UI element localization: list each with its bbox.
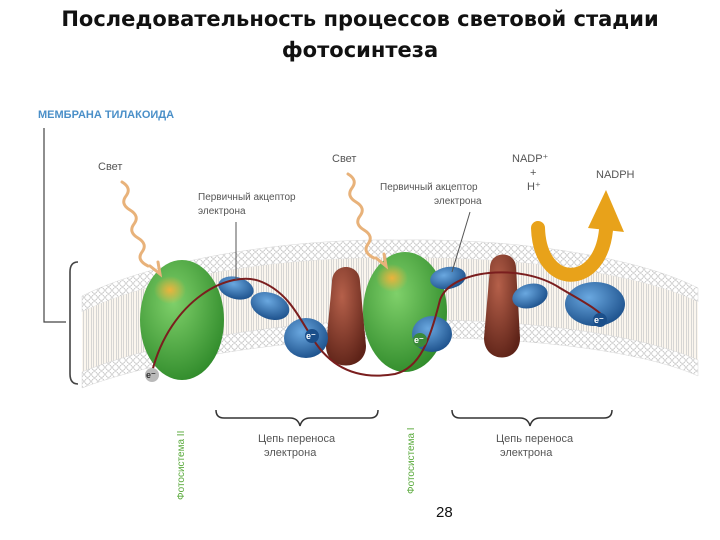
- nadph-arrow: [531, 221, 613, 282]
- photosystem-2-shape: [140, 260, 224, 380]
- chain-1-label-line-1: Цепь переноса: [258, 433, 336, 445]
- acceptor-2-label-line-2: электрона: [434, 196, 482, 207]
- acceptor-2-leader: [451, 211, 471, 273]
- light-label-2: Свет: [332, 153, 356, 165]
- chain-brace-1: [215, 409, 379, 427]
- membrane-label-leader: [43, 128, 66, 323]
- chain-2-label-line-2: электрона: [500, 447, 553, 459]
- acceptor-1-label-line-1: Первичный акцептор: [198, 192, 296, 203]
- acceptor-2-label-line-1: Первичный акцептор: [380, 182, 478, 193]
- light-ray-1: [120, 180, 150, 268]
- photosystem-2-complex: [140, 260, 224, 380]
- light-label-1: Свет: [98, 161, 122, 173]
- electron-label-1: e⁻: [146, 370, 156, 380]
- electron-flow-path: [151, 271, 607, 377]
- page-title-line-2: фотосинтеза: [281, 38, 439, 62]
- cytochrome-complex-1: [326, 267, 366, 366]
- nadp-label-line-2: +: [530, 167, 536, 179]
- cytochrome-complex-2: [484, 254, 520, 358]
- photosystem-2-label: Фотосистема II: [176, 431, 187, 500]
- electron-marker-4: [593, 313, 607, 327]
- primary-acceptor-2: [430, 266, 466, 290]
- electron-label-3: e⁻: [414, 335, 424, 345]
- photosystem-1-label: Фотосистема I: [406, 427, 417, 494]
- photosystem-1-complex: [363, 252, 447, 372]
- electron-marker-1: [145, 368, 159, 382]
- membrane-bracket: [69, 261, 79, 385]
- nadp-label-line-1: NADP⁺: [512, 153, 549, 165]
- electron-label-2: e⁻: [306, 331, 316, 341]
- nadph-label: NADPH: [596, 169, 635, 181]
- page-title-line-1: Последовательность процессов световой ст…: [61, 7, 659, 31]
- electron-marker-3: [413, 333, 427, 347]
- ferredoxin-carrier: [565, 282, 625, 326]
- electron-carriers: [218, 266, 625, 358]
- electron-label-4: e⁻: [594, 315, 604, 325]
- chain-brace-2: [451, 409, 613, 427]
- acceptor-1-label-line-2: электрона: [198, 206, 246, 217]
- chain-1-label-line-2: электрона: [264, 447, 317, 459]
- membrane-label: МЕМБРАНА ТИЛАКОИДА: [38, 109, 174, 121]
- slide-number: 28: [436, 504, 453, 521]
- light-ray-2: [346, 172, 376, 260]
- nadp-label-line-3: H⁺: [527, 181, 541, 193]
- nadph-arrowhead: [588, 190, 624, 232]
- page-title: Последовательность процессов световой ст…: [0, 4, 720, 66]
- electron-marker-2: [305, 329, 319, 343]
- chain-2-label-line-1: Цепь переноса: [496, 433, 574, 445]
